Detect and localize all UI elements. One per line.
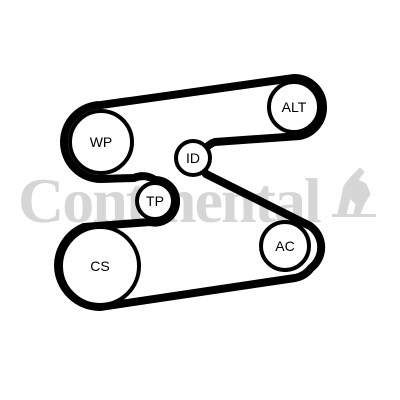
belt-outline xyxy=(54,74,327,311)
pulley-tp-label: TP xyxy=(146,193,164,209)
pulley-cs-label: CS xyxy=(90,258,109,274)
pulley-wp: WP xyxy=(68,109,134,175)
pulley-cs-circle xyxy=(59,225,141,307)
pulley-wp-label: WP xyxy=(90,134,113,150)
serpentine-belt xyxy=(54,74,327,311)
pulley-id-circle xyxy=(174,139,212,177)
pulley-id: ID xyxy=(174,139,212,177)
pulley-alt-label: ALT xyxy=(282,99,307,115)
pulley-tp: TP xyxy=(135,181,175,221)
pulley-alt-circle xyxy=(267,80,321,134)
pulley-tp-circle xyxy=(135,181,175,221)
pulley-ac-label: AC xyxy=(275,238,294,254)
pulley-wp-circle xyxy=(68,109,134,175)
pulley-cs: CS xyxy=(59,225,141,307)
pulley-ac-circle xyxy=(259,220,311,272)
horse-logo-icon xyxy=(332,167,376,217)
pulley-alt: ALT xyxy=(267,80,321,134)
pulley-ac: AC xyxy=(259,220,311,272)
pulley-id-label: ID xyxy=(186,150,200,166)
